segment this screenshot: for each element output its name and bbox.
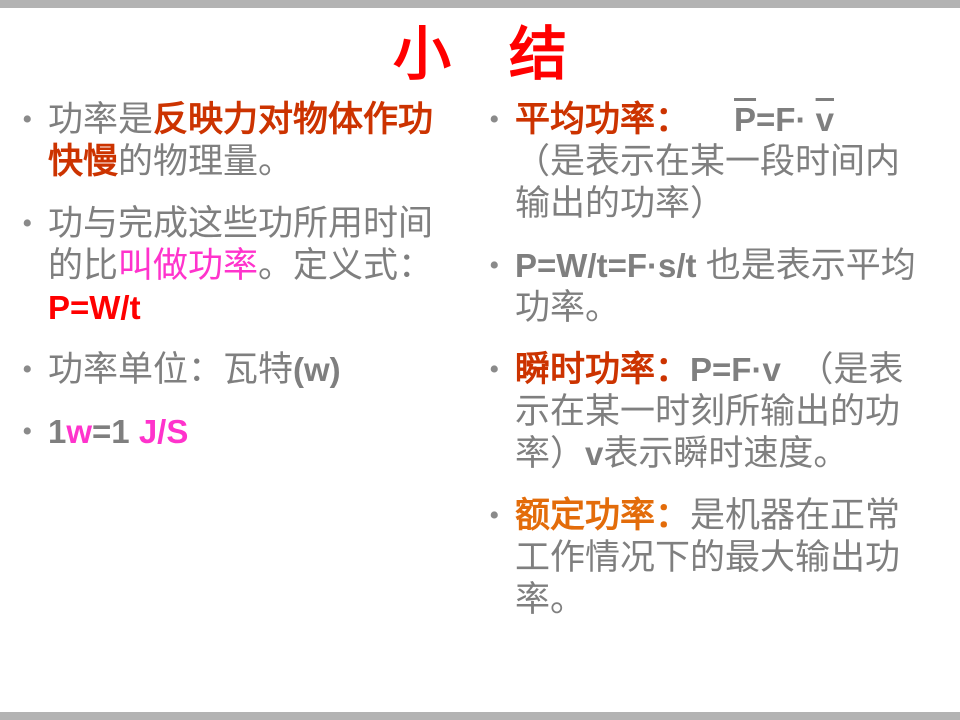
formula-segment-highlight: J/S: [129, 412, 189, 450]
content-columns: 功率是反映力对物体作功快慢的物理量。 功与完成这些功所用时间的比叫做功率。定义式…: [0, 99, 960, 641]
bullet-instant-power: 瞬时功率：P=F·v （是表示在某一时刻所输出的功率）v表示瞬时速度。: [483, 349, 923, 475]
bottom-border: [0, 712, 960, 720]
right-column: 平均功率：P=F· v（是表示在某一段时间内输出的功率） P=W/t=F·s/t…: [483, 99, 950, 641]
formula-segment: =1: [92, 412, 130, 450]
slide-title: 小 结: [392, 22, 567, 87]
term-average-power: 平均功率：: [515, 99, 691, 139]
top-border: [0, 0, 960, 8]
text-segment: 的物理量。: [118, 141, 294, 181]
text-segment: （是表示在某一时刻所输出的功率）: [515, 349, 904, 473]
formula-p-equals-w-over-t: P=W/t: [48, 288, 141, 326]
text-segment: 。定义式：: [258, 245, 434, 285]
formula-p-bar: P: [734, 100, 757, 138]
term-instant-power: 瞬时功率：: [515, 349, 691, 389]
formula-segment-highlight: w: [66, 412, 93, 450]
bullet-unit-conversion: 1w=1 J/S: [16, 411, 456, 453]
text-segment: 功率单位：瓦特: [48, 349, 294, 389]
term-rated-power: 额定功率：: [515, 495, 691, 535]
symbol-v: v: [585, 434, 604, 472]
formula-v-bar: v: [815, 100, 834, 138]
bullet-power-unit: 功率单位：瓦特(w): [16, 349, 456, 391]
formula-p-w-t-f-s-t: P=W/t=F·s/t: [515, 246, 706, 284]
text-segment: 表示瞬时速度。: [603, 433, 849, 473]
text-segment: （是表示在某一段时间内输出的功率）: [515, 141, 901, 223]
formula-segment: =F·: [756, 100, 816, 138]
text-segment: 是机器在正常工作情况下的最大输出功率。: [515, 495, 901, 619]
bullet-rated-power: 额定功率：是机器在正常工作情况下的最大输出功率。: [483, 495, 923, 621]
text-segment-highlight: 叫做功率: [118, 245, 259, 285]
formula-segment: 1: [48, 412, 67, 450]
text-segment: 功率是: [48, 99, 154, 139]
left-column: 功率是反映力对物体作功快慢的物理量。 功与完成这些功所用时间的比叫做功率。定义式…: [16, 99, 483, 641]
bullet-average-power: 平均功率： P=F· v（是表示在某一段时间内输出的功率）: [483, 99, 923, 225]
text-segment: 功与完成这些功所用时间的比: [48, 203, 434, 285]
formula-p-f-v: P=F·v: [690, 350, 781, 388]
text-segment-highlight: 反映力对物体作功快慢: [48, 99, 434, 181]
bullet-power-meaning: 功率是反映力对物体作功快慢的物理量。: [16, 99, 456, 183]
bullet-power-definition: 功与完成这些功所用时间的比叫做功率。定义式： P=W/t: [16, 203, 456, 329]
text-segment: 也是表示平均功率。: [515, 245, 916, 327]
unit-watt-symbol: (w): [293, 350, 341, 388]
bullet-average-power-formula: P=W/t=F·s/t 也是表示平均功率。: [483, 245, 923, 329]
